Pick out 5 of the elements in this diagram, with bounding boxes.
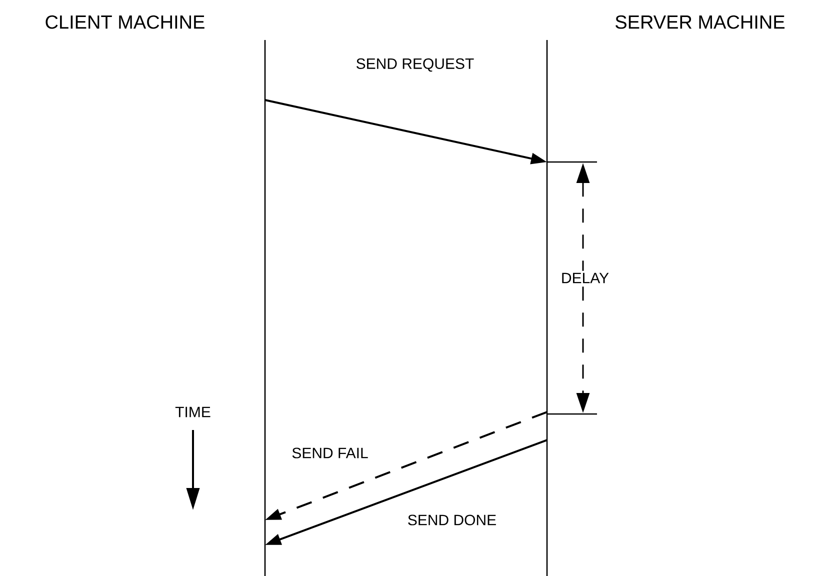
edge-label: SEND DONE — [408, 514, 496, 526]
edge-label: SEND FAIL — [292, 448, 368, 458]
axis-label: TIME — [175, 406, 210, 418]
dimension-label: DELAY — [558, 270, 612, 286]
edge-label: SEND REQUEST — [356, 58, 474, 72]
